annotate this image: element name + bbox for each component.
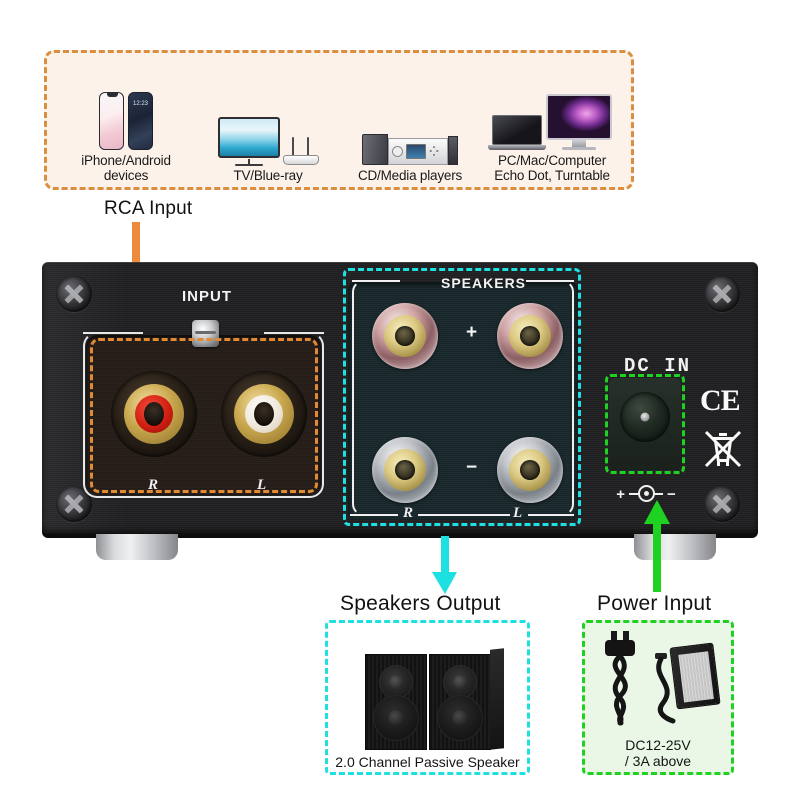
- rca-jack-right[interactable]: [111, 371, 197, 457]
- callout-title-speakers: Speakers Output: [340, 592, 501, 615]
- binding-post-right-negative[interactable]: [372, 437, 438, 503]
- desktop-monitor-icon: [546, 93, 612, 150]
- power-input-caption: DC12-25V / 3A above: [624, 736, 692, 769]
- source-item-phones: iPhone/Android devices: [55, 59, 197, 183]
- speaker-cabinet-left: [364, 654, 427, 750]
- speaker-cabinet-right: [428, 648, 504, 750]
- source-item-tv: TV/Blue-ray: [197, 59, 339, 183]
- speakers-highlight-box: [343, 268, 581, 526]
- chassis-screw-top-right: [704, 276, 740, 312]
- source-item-cd: CD/Media players: [339, 59, 481, 183]
- dc-highlight-box: [605, 374, 685, 474]
- dc-polarity-plus: +: [616, 485, 625, 503]
- weee-bin-icon: [704, 430, 742, 468]
- rca-label-right: R: [148, 477, 159, 493]
- source-label-tv: TV/Blue-ray: [233, 167, 303, 183]
- speakers-output-box: 2.0 Channel Passive Speaker: [325, 620, 530, 775]
- binding-post-left-negative[interactable]: [497, 437, 563, 503]
- binding-post-left-positive[interactable]: [497, 303, 563, 369]
- chassis-screw-bottom-right: [704, 486, 740, 522]
- polarity-minus-label: −: [466, 457, 478, 478]
- android-phone-icon: [128, 91, 153, 150]
- arrow-up-power-icon: [644, 500, 670, 592]
- source-item-computer: PC/Mac/Computer Echo Dot, Turntable: [481, 59, 623, 183]
- center-positive-polarity-icon: [629, 485, 663, 503]
- arrow-down-speakers-icon: [432, 536, 457, 594]
- adapter-brick: [669, 642, 721, 710]
- source-label-cd: CD/Media players: [357, 167, 463, 183]
- amplifier-foot-right: [634, 534, 716, 560]
- panel-label-dc-in: DC IN: [624, 355, 692, 377]
- source-label-phones: iPhone/Android devices: [81, 152, 171, 183]
- panel-label-input: INPUT: [182, 288, 232, 305]
- dc-polarity-minus: −: [667, 485, 676, 503]
- speakers-output-caption: 2.0 Channel Passive Speaker: [335, 754, 520, 770]
- computer-icon: [481, 59, 623, 150]
- source-devices-box: iPhone/Android devices TV: [44, 50, 634, 190]
- router-icon: [282, 135, 319, 165]
- polarity-plus-label: +: [466, 322, 478, 343]
- dc-power-jack[interactable]: [620, 392, 670, 442]
- speakers-silkscreen-border: [352, 280, 574, 516]
- chassis-screw-bottom-left: [56, 486, 92, 522]
- chassis-screw-top-left: [56, 276, 92, 312]
- television-icon: [197, 59, 339, 165]
- speakers-silkscreen-bottom-center: [418, 514, 510, 516]
- bookshelf-speakers-icon: [364, 623, 504, 754]
- tv-glyph: [217, 116, 280, 165]
- power-adapter-icon: [585, 623, 731, 737]
- rca-highlight-box: [90, 338, 318, 493]
- power-input-box: DC12-25V / 3A above: [582, 620, 734, 775]
- dc-polarity-indicator: + −: [598, 483, 694, 505]
- rca-silkscreen-border: [83, 332, 324, 498]
- speakers-silkscreen-bottom-right: [528, 514, 574, 516]
- rca-jack-left[interactable]: [221, 371, 307, 457]
- binding-post-right-positive[interactable]: [372, 303, 438, 369]
- cd-player-icon: [339, 59, 481, 165]
- source-devices-row: iPhone/Android devices TV: [47, 53, 631, 187]
- speakers-silkscreen-bottom-left: [350, 514, 398, 516]
- callout-title-power: Power Input: [597, 592, 712, 615]
- iphone-icon: [99, 91, 124, 150]
- ce-mark-icon: CE: [700, 384, 741, 417]
- center-chassis-screw: [192, 320, 219, 347]
- speakers-label-left: L: [513, 505, 523, 521]
- speakers-label-right: R: [403, 505, 414, 521]
- panel-label-speakers: SPEAKERS: [441, 275, 527, 291]
- rca-label-left: L: [257, 477, 267, 493]
- laptop-icon: [488, 114, 546, 150]
- source-label-computer: PC/Mac/Computer Echo Dot, Turntable: [494, 152, 610, 183]
- smartphone-icon: [55, 59, 197, 150]
- callout-title-rca: RCA Input: [104, 198, 193, 219]
- amplifier-foot-left: [96, 534, 178, 560]
